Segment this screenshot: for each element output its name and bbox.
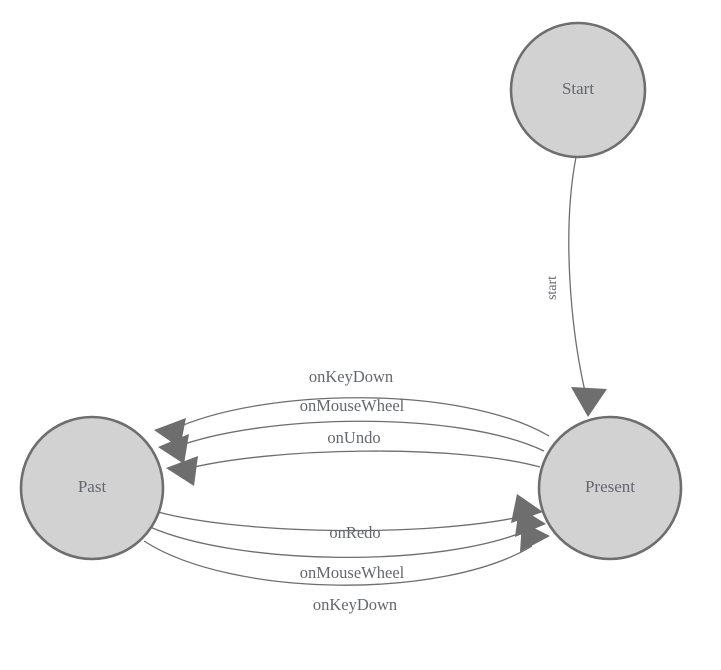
edge-present-past-onundo: onUndo bbox=[166, 428, 541, 486]
edge-label-present-past-1: onKeyDown bbox=[309, 367, 393, 386]
edge-path-past-present-3 bbox=[143, 540, 533, 586]
edge-past-present-onmousewheel: onMouseWheel bbox=[149, 507, 546, 582]
arrow-head-past-present-3 bbox=[520, 522, 550, 552]
node-start-circle[interactable] bbox=[509, 21, 647, 159]
node-start-label: Start bbox=[562, 79, 594, 98]
edge-label-past-present-3: onKeyDown bbox=[313, 595, 397, 614]
edge-path-past-present-2 bbox=[149, 526, 529, 559]
edge-label-past-present-1: onRedo bbox=[329, 523, 380, 542]
node-past[interactable]: Past bbox=[19, 415, 165, 561]
edge-label-present-past-2: onMouseWheel bbox=[300, 396, 405, 415]
edge-label-start-present: start bbox=[545, 276, 560, 300]
node-present-circle[interactable] bbox=[537, 415, 683, 561]
edge-start-present: start bbox=[545, 156, 607, 417]
arrow-head-present-past-3 bbox=[166, 456, 198, 486]
edge-path-present-past-3 bbox=[185, 450, 541, 470]
edge-past-present-onredo: onRedo bbox=[157, 494, 543, 542]
edge-path-start-present bbox=[568, 156, 588, 401]
node-past-circle[interactable] bbox=[19, 415, 165, 561]
node-past-label: Past bbox=[78, 477, 107, 496]
edge-path-present-past-2 bbox=[175, 420, 545, 452]
edge-past-present-onkeydown: onKeyDown bbox=[143, 522, 550, 614]
edge-label-past-present-2: onMouseWheel bbox=[300, 563, 405, 582]
node-start[interactable]: Start bbox=[509, 21, 647, 159]
arrow-head-start-present bbox=[571, 387, 607, 417]
edge-path-past-present-1 bbox=[157, 511, 525, 532]
edge-path-present-past-1 bbox=[171, 397, 550, 437]
edge-present-past-onmousewheel: onMouseWheel bbox=[158, 396, 545, 464]
node-present[interactable]: Present bbox=[537, 415, 683, 561]
arrow-head-present-past-2 bbox=[158, 434, 189, 464]
edge-label-present-past-3: onUndo bbox=[327, 428, 380, 447]
node-present-label: Present bbox=[585, 477, 635, 496]
